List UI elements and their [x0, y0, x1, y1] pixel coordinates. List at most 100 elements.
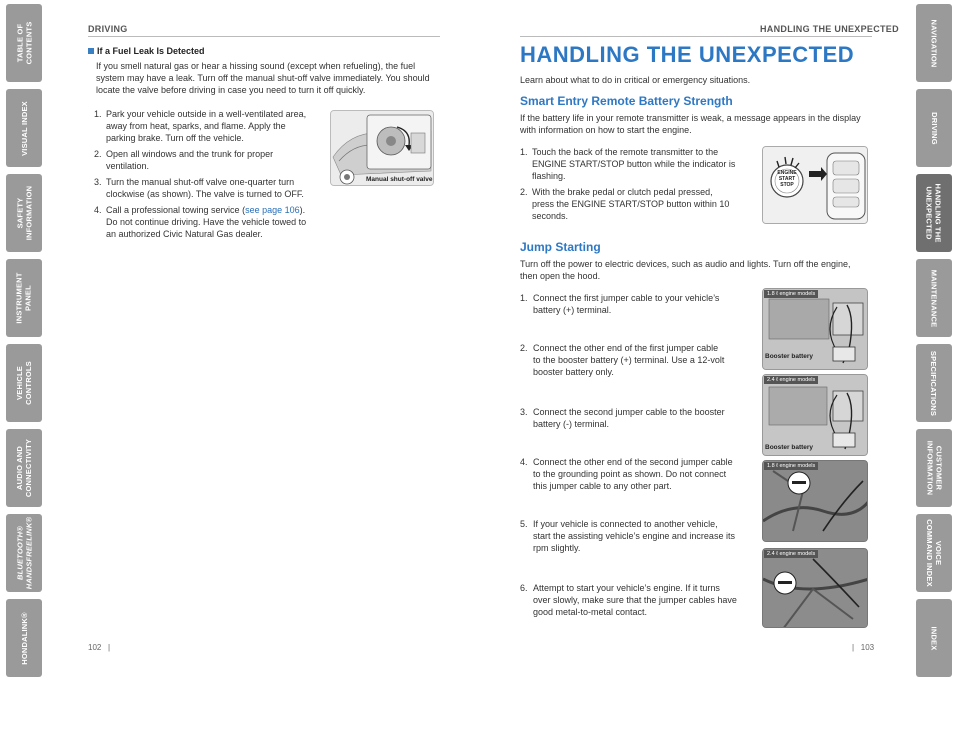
list-item: 4.Connect the other end of the second ju…	[520, 456, 733, 492]
step-text-part: ). Do not continue driving. Have the veh…	[106, 205, 307, 239]
list-item: 3. Connect the second jumper cable to the…	[520, 406, 725, 430]
list-item: 2. Connect the other end of the first jum…	[520, 342, 724, 378]
step-text-part: Call a professional towing service (	[106, 205, 246, 215]
page-number: 102	[88, 643, 102, 652]
battery-figure-2-4	[762, 374, 868, 456]
engine-start-button-label: ENGINE START STOP	[777, 170, 797, 188]
step-text: If your vehicle is connected to another …	[533, 519, 735, 553]
step-text: Connect the other end of the first jumpe…	[533, 343, 725, 377]
step-number: 2.	[520, 343, 528, 353]
step-text: Open all windows and the trunk for prope…	[106, 149, 274, 171]
tab-customer-information[interactable]: CUSTOMER INFORMATION	[916, 429, 952, 507]
fuel-leak-intro: If you smell natural gas or hear a hissi…	[96, 61, 430, 95]
tab-label: INDEX	[929, 626, 939, 650]
list-item: 4.Call a professional towing service (se…	[94, 204, 334, 240]
tab-handling-the-unexpected[interactable]: HANDLING THE UNEXPECTED	[916, 174, 952, 252]
step-text: With the brake pedal or clutch pedal pre…	[532, 187, 730, 221]
tab-voice-command-index[interactable]: VOICE COMMAND INDEX	[916, 514, 952, 592]
battery-figure-1-8	[762, 288, 868, 370]
smart-entry-heading: Smart Entry Remote Battery Strength	[520, 94, 733, 108]
list-item: 1. Connect the first jumper cable to your…	[520, 292, 719, 316]
ground-point-illustration	[763, 461, 867, 541]
list-item: 6.Attempt to start your vehicle’s engine…	[520, 582, 737, 618]
booster-battery-caption: Booster battery	[765, 353, 814, 360]
left-running-head: DRIVING	[88, 24, 128, 34]
tab-maintenance[interactable]: MAINTENANCE	[916, 259, 952, 337]
tab-specifications[interactable]: SPECIFICATIONS	[916, 344, 952, 422]
tab-audio-connectivity[interactable]: AUDIO AND CONNECTIVITY	[6, 429, 42, 507]
tab-label: VEHICLE CONTROLS	[15, 361, 33, 405]
step-number: 3.	[94, 177, 102, 187]
tab-label: CUSTOMER INFORMATION	[925, 440, 943, 496]
step-number: 1.	[94, 109, 102, 119]
step-number: 6.	[520, 583, 528, 593]
list-item: 2. With the brake pedal or clutch pedal p…	[520, 186, 760, 222]
list-item: 2. Open all windows and the trunk for pro…	[94, 148, 334, 172]
booster-battery-caption: Booster battery	[765, 444, 814, 451]
tab-label: INSTRUMENT PANEL	[15, 272, 34, 324]
tab-label: VISUAL INDEX	[19, 100, 29, 156]
step-number: 3.	[520, 407, 528, 417]
step-number: 1.	[520, 293, 528, 303]
remote-transmitter-illustration	[763, 147, 867, 223]
remote-transmitter-figure	[762, 146, 868, 224]
right-running-head: HANDLING THE UNEXPECTED	[760, 24, 899, 34]
tab-instrument-panel[interactable]: INSTRUMENT PANEL	[6, 259, 42, 337]
shut-off-valve-illustration	[331, 111, 433, 185]
engine-bay-illustration	[763, 375, 867, 455]
page-title: HANDLING THE UNEXPECTED	[520, 42, 855, 67]
engine-model-tag: 2.4 ℓ engine models	[764, 550, 819, 558]
page-number: 103	[860, 643, 875, 652]
step-number: 2.	[520, 187, 528, 197]
tab-label: SPECIFICATIONS	[929, 350, 939, 416]
fuel-leak-heading-text: If a Fuel Leak Is Detected	[97, 46, 205, 56]
fuel-leak-heading: If a Fuel Leak Is Detected	[88, 46, 205, 56]
tab-label: NAVIGATION	[929, 19, 939, 67]
step-number: 2.	[94, 149, 102, 159]
left-header-rule	[88, 36, 440, 37]
tab-driving[interactable]: DRIVING	[916, 89, 952, 167]
tab-label: HANDLING THE UNEXPECTED	[925, 183, 944, 243]
tab-visual-index[interactable]: VISUAL INDEX	[6, 89, 42, 167]
smart-entry-steps: 1. Touch the back of the remote transmitt…	[520, 146, 760, 222]
step-number: 5.	[520, 519, 528, 529]
tab-label: MAINTENANCE	[929, 269, 939, 327]
tab-navigation[interactable]: NAVIGATION	[916, 4, 952, 82]
engine-model-tag: 1.8 ℓ engine models	[764, 462, 819, 470]
step-text: Connect the second jumper cable to the b…	[533, 407, 725, 429]
tab-hondalink[interactable]: HONDALINK®	[6, 599, 42, 677]
tab-label: VOICE COMMAND INDEX	[925, 519, 944, 587]
ground-point-figure-1-8	[762, 460, 868, 542]
tab-vehicle-controls[interactable]: VEHICLE CONTROLS	[6, 344, 42, 422]
left-page-number: 102 |	[88, 643, 111, 652]
jump-starting-heading: Jump Starting	[520, 240, 601, 254]
tab-index[interactable]: INDEX	[916, 599, 952, 677]
fuel-leak-steps: 1. Park your vehicle outside in a well-ve…	[94, 108, 334, 240]
engine-model-tag: 2.4 ℓ engine models	[764, 376, 819, 384]
list-item: 3. Turn the manual shut-off valve one-qua…	[94, 176, 334, 200]
step-text: Park your vehicle outside in a well-vent…	[106, 109, 307, 143]
step-text: Connect the first jumper cable to your v…	[533, 293, 720, 315]
tab-bluetooth-handsfreelink[interactable]: BLUETOOTH® HANDSFREELINK®	[6, 514, 42, 592]
step-text: Call a professional towing service (see …	[106, 204, 306, 240]
jump-starting-body: Turn off the power to electric devices, …	[520, 259, 851, 281]
list-item: 1. Park your vehicle outside in a well-ve…	[94, 108, 334, 144]
shut-off-valve-caption: Manual shut-off valve	[366, 176, 433, 183]
tab-label: TABLE OF CONTENTS	[15, 21, 34, 65]
tab-label: AUDIO AND CONNECTIVITY	[15, 438, 33, 498]
page-106-link[interactable]: see page 106	[245, 205, 300, 215]
tab-safety-information[interactable]: SAFETY INFORMATION	[6, 174, 42, 252]
step-number: 1.	[520, 147, 528, 157]
step-text: Connect the other end of the second jump…	[533, 457, 733, 491]
step-text: Touch the back of the remote transmitter…	[532, 147, 736, 181]
section-marker-icon	[88, 48, 94, 54]
tab-label: HONDALINK®	[19, 611, 29, 665]
engine-bay-illustration	[763, 289, 867, 369]
smart-entry-body: If the battery life in your remote trans…	[520, 113, 861, 135]
tab-table-of-contents[interactable]: TABLE OF CONTENTS	[6, 4, 42, 82]
tab-label: SAFETY INFORMATION	[15, 185, 33, 241]
list-item: 1. Touch the back of the remote transmitt…	[520, 146, 760, 182]
ground-point-figure-2-4	[762, 548, 868, 628]
step-text: Turn the manual shut-off valve one-quart…	[106, 177, 304, 199]
right-header-rule	[520, 36, 872, 37]
